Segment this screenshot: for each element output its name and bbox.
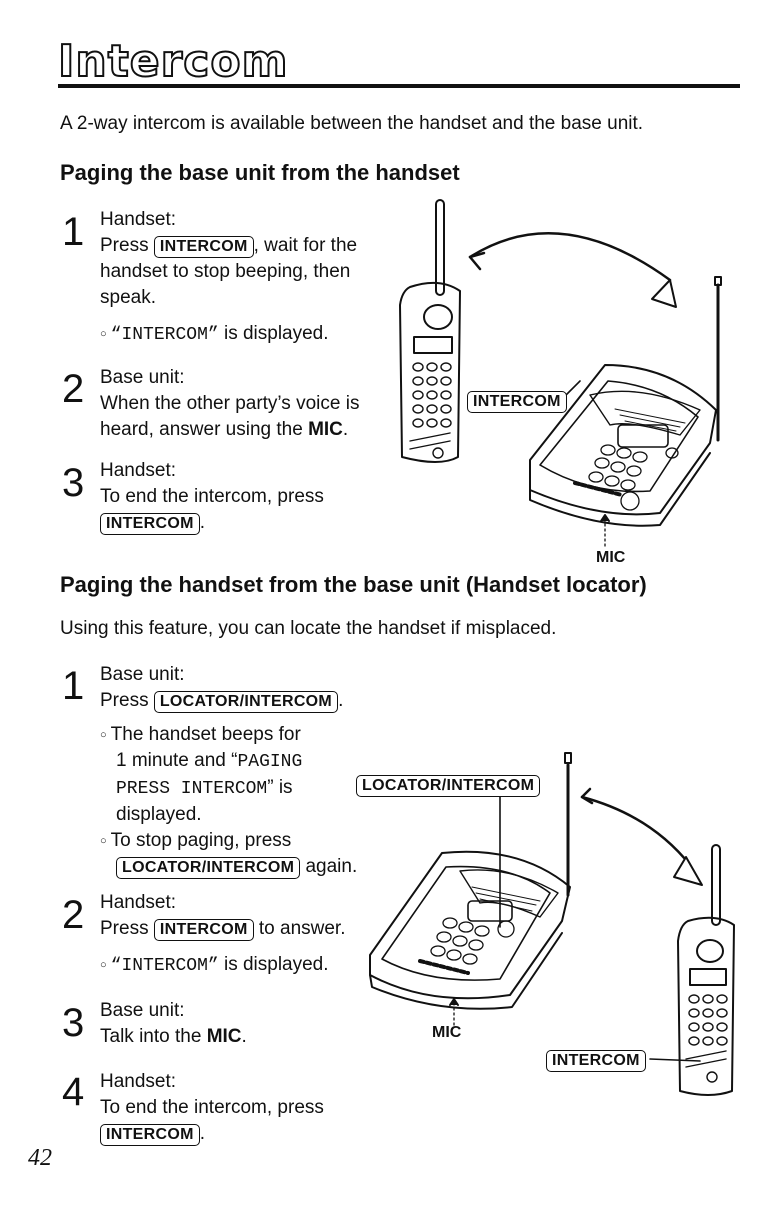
curved-arrow-icon: [580, 795, 692, 867]
step-number: 3: [62, 1001, 85, 1045]
step-text: Handset: Press INTERCOM, wait for the ha…: [100, 207, 400, 348]
handset-icon: [399, 199, 461, 463]
intercom-key: INTERCOM: [100, 513, 200, 535]
base-to-handset-illustration: [369, 752, 735, 1096]
section1-heading: Paging the base unit from the handset: [60, 160, 460, 185]
step-number: 4: [62, 1070, 85, 1114]
bullet-icon: ○: [100, 959, 107, 971]
handset-icon: [677, 844, 735, 1096]
step-notes: ○The handset beeps for 1 minute and “PAG…: [100, 724, 358, 880]
base-unit-icon: [369, 752, 572, 1028]
step-number: 2: [62, 367, 85, 411]
step-text: Handset: To end the intercom, press INTE…: [100, 1071, 324, 1146]
page-number: 42: [28, 1145, 52, 1171]
step-number: 3: [62, 461, 85, 505]
intercom-key: INTERCOM: [153, 236, 254, 258]
mic-label: MIC: [432, 1024, 462, 1041]
section2-intro: Using this feature, you can locate the h…: [60, 618, 557, 639]
curved-arrow-icon: [468, 232, 672, 282]
locator-intercom-key: LOCATOR/INTERCOM: [153, 691, 339, 713]
intro-text: A 2-way intercom is available between th…: [60, 113, 644, 134]
bullet-icon: ○: [100, 835, 107, 848]
step-number: 2: [62, 893, 85, 937]
base-unit-icon: [529, 276, 722, 548]
locator-intercom-key-label: LOCATOR/INTERCOM: [356, 775, 541, 797]
intercom-key-label: INTERCOM: [467, 391, 567, 413]
mic-label: MIC: [596, 549, 626, 566]
step-number: 1: [62, 210, 85, 254]
step-text: Handset: Press INTERCOM to answer. ○“INT…: [100, 892, 346, 977]
intercom-key-label: INTERCOM: [546, 1050, 646, 1072]
step-text: Base unit: Press LOCATOR/INTERCOM.: [100, 664, 344, 713]
locator-intercom-key: LOCATOR/INTERCOM: [116, 857, 301, 880]
handset-to-base-illustration: [399, 199, 722, 548]
bullet-icon: ○: [100, 328, 107, 340]
bullet-icon: ○: [100, 729, 107, 741]
step-text: Base unit: Talk into the MIC.: [100, 1000, 247, 1047]
step-who: Handset:: [100, 209, 177, 230]
section2-heading: Paging the handset from the base unit (H…: [60, 572, 647, 597]
page-title: Intercom: [57, 35, 289, 88]
title-rule: [58, 84, 740, 88]
intercom-key: INTERCOM: [100, 1124, 200, 1146]
intercom-key: INTERCOM: [153, 919, 254, 941]
step-number: 1: [62, 664, 85, 708]
step-text: Handset: To end the intercom, press INTE…: [100, 460, 324, 535]
step-text: Base unit: When the other party’s voice …: [100, 367, 360, 440]
